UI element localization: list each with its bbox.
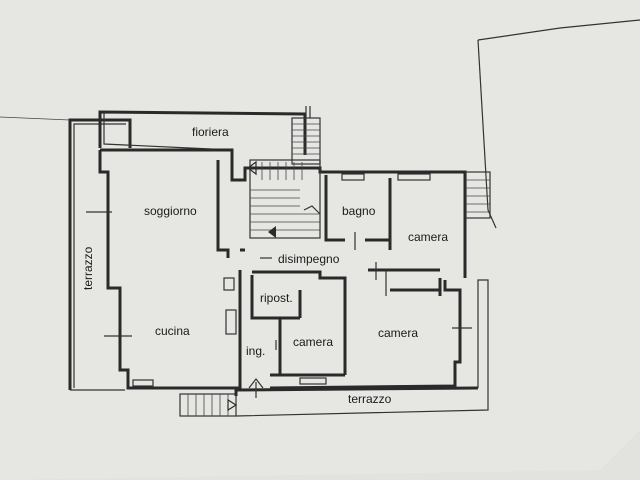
openings bbox=[86, 173, 472, 387]
entrance-arrow-icon bbox=[248, 378, 264, 398]
label-camera-ne: camera bbox=[408, 230, 448, 244]
label-disimpegno: disimpegno bbox=[278, 252, 340, 266]
label-bagno: bagno bbox=[342, 204, 376, 218]
sheet-edge-vertical bbox=[477, 39, 489, 211]
sheet-edge-corner bbox=[487, 209, 497, 229]
interior-walls bbox=[216, 160, 442, 377]
terrace-south bbox=[234, 279, 489, 417]
label-camera-se: camera bbox=[378, 326, 418, 340]
label-camera-s: camera bbox=[293, 335, 333, 349]
label-fioriera: fioriera bbox=[192, 125, 229, 139]
stairs-internal bbox=[247, 159, 321, 239]
label-terrazzo-south: terrazzo bbox=[348, 392, 392, 406]
stairs-east bbox=[465, 171, 491, 219]
sheet-edge bbox=[477, 19, 640, 41]
label-ingresso: ing. bbox=[246, 344, 265, 358]
label-cucina: cucina bbox=[155, 324, 190, 338]
label-soggiorno: soggiorno bbox=[144, 204, 197, 218]
label-terrazzo-west: terrazzo bbox=[81, 246, 95, 290]
exterior-walls bbox=[98, 148, 467, 390]
baseline-left bbox=[0, 116, 71, 121]
label-ripostiglio: ripost. bbox=[260, 291, 293, 305]
stairs-south bbox=[179, 393, 238, 417]
